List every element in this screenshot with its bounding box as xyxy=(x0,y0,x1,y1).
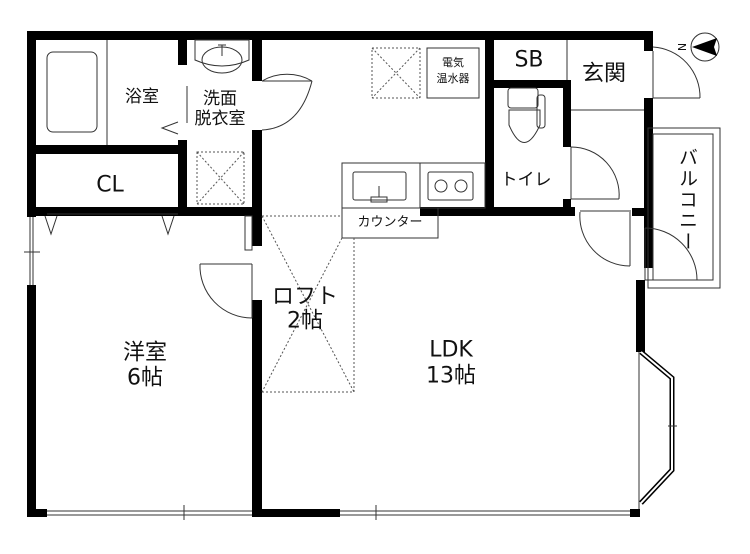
toilet-label: トイレ xyxy=(500,170,552,191)
washroom-label-line2: 脱衣室 xyxy=(194,109,246,130)
ldk-size: 13帖 xyxy=(426,363,476,389)
compass-arrow-icon xyxy=(692,38,717,56)
dashed-areas xyxy=(196,47,421,393)
bathroom-label: 浴室 xyxy=(125,87,159,108)
walls xyxy=(27,31,653,517)
thin-lines xyxy=(24,32,721,520)
loft-name: ロフト xyxy=(271,284,339,310)
ldk-name: LDK xyxy=(429,337,473,363)
entrance-label: 玄関 xyxy=(581,61,627,87)
water-heater-label-line1: 電気 xyxy=(442,56,464,70)
western-room-name: 洋室 xyxy=(122,340,168,366)
compass-north-label: N xyxy=(676,42,690,52)
counter-label: カウンター xyxy=(357,215,423,231)
water-heater-label-line2: 温水器 xyxy=(436,72,470,86)
washroom-label-line1: 洗面 xyxy=(203,89,237,110)
balcony-label: バルコニー xyxy=(675,147,698,253)
closet-label: CL xyxy=(96,172,124,198)
shoebox-label: SB xyxy=(514,47,544,73)
western-room-size: 6帖 xyxy=(127,365,163,391)
loft-size: 2帖 xyxy=(287,308,323,334)
